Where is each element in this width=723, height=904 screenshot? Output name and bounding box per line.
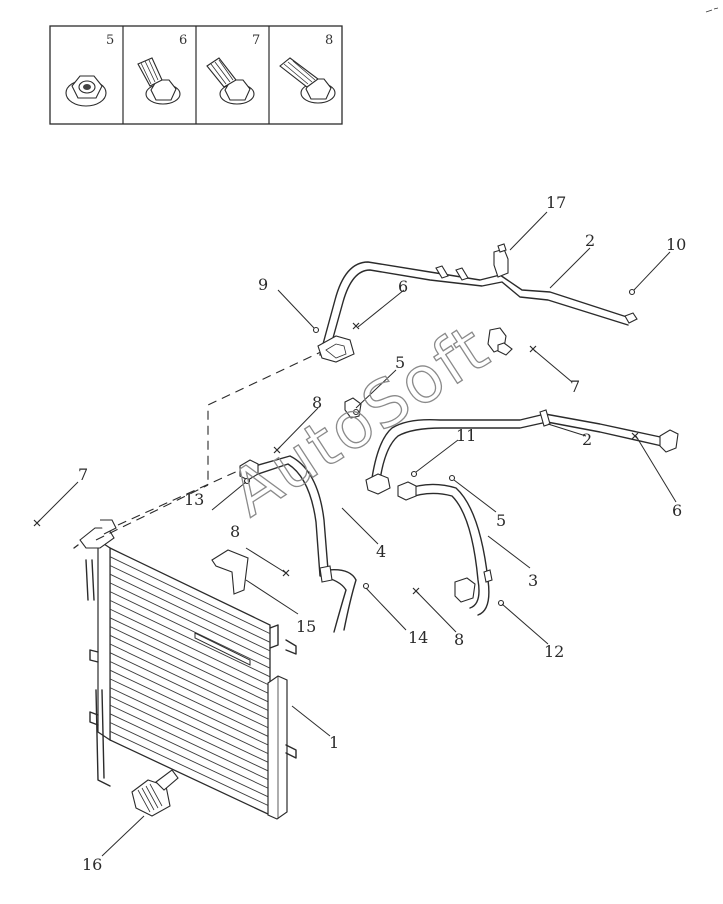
leader-lines [36, 211, 677, 857]
condenser-fin-line [109, 582, 271, 660]
condenser-fin-line [109, 617, 271, 695]
callout-17: 17 [546, 193, 566, 212]
legend-cell-6-number: 6 [179, 33, 187, 48]
liquid-line-middle [344, 327, 679, 495]
callout-4: 4 [376, 542, 386, 561]
callout-6-upper: 6 [398, 277, 408, 296]
condenser-fin-line [109, 643, 271, 721]
fastener-legend-table: 5 6 7 8 [49, 25, 343, 125]
callout-15: 15 [296, 617, 316, 636]
condenser-assembly [73, 519, 297, 820]
condenser-fin-line [109, 608, 271, 686]
legend-cell-8-number: 8 [325, 33, 333, 48]
callout-8-lower: 8 [454, 630, 464, 649]
callout-8-upper: 8 [312, 393, 322, 412]
condenser-fin-line [109, 661, 271, 738]
callout-2-upper: 2 [585, 231, 595, 250]
pressure-switch-16 [131, 769, 179, 817]
legend-cell-5-number: 5 [106, 33, 114, 48]
condenser-fin-line [109, 573, 271, 652]
bolt-markers [33, 322, 639, 595]
liquid-line-upper [317, 243, 638, 363]
legend-cell-7-number: 7 [252, 33, 260, 48]
condenser-fin-line [109, 730, 271, 807]
callout-numbers: 17 2 10 9 6 5 7 8 11 2 6 7 13 5 4 8 3 15… [78, 193, 686, 874]
condenser-fin-line [109, 652, 271, 730]
callout-13: 13 [184, 490, 204, 509]
callout-1: 1 [329, 733, 339, 752]
condenser-fin-line [109, 556, 271, 635]
callout-3: 3 [528, 571, 538, 590]
callout-9: 9 [258, 275, 268, 294]
callout-8-left: 8 [230, 522, 240, 541]
callout-14: 14 [408, 628, 428, 647]
condenser-fin-line [109, 704, 271, 781]
discharge-hose [239, 455, 357, 633]
callout-16: 16 [82, 855, 102, 874]
dashed-line-upper [207, 349, 326, 485]
condenser-fin-line [109, 669, 271, 747]
condenser-fin-line [109, 626, 271, 704]
condenser-fin-line [109, 722, 271, 799]
condenser-fin-line [109, 713, 271, 790]
condenser-fin-line [109, 565, 271, 643]
condenser-fin-line [109, 599, 271, 678]
flange-nut-icon [65, 75, 107, 107]
callout-11: 11 [456, 426, 476, 445]
condenser-fin-line [109, 678, 271, 755]
callout-12: 12 [544, 642, 564, 661]
callout-5-upper: 5 [395, 353, 405, 372]
condenser-fin-line [109, 634, 271, 712]
corner-mark [705, 7, 719, 13]
condenser-fin-line [109, 591, 271, 669]
flange-bolt-icon [206, 57, 255, 105]
o-rings [243, 288, 636, 607]
callout-2-middle: 2 [582, 430, 592, 449]
condenser-fins [109, 556, 271, 807]
condenser-fin-line [109, 687, 271, 764]
suction-hose [397, 481, 493, 616]
watermark: AutoSoft [218, 311, 502, 531]
flange-bolt-icon [137, 57, 181, 105]
condenser-fin-line [109, 695, 271, 773]
bracket-15 [211, 549, 249, 595]
callout-7-left: 7 [78, 465, 88, 484]
flange-bolt-long-icon [279, 57, 336, 104]
callout-5-lower: 5 [496, 511, 506, 530]
dashed-line-lower [95, 484, 209, 541]
callout-7-right: 7 [570, 377, 580, 396]
callout-6-right: 6 [672, 501, 682, 520]
dashed-line-mid [117, 469, 241, 526]
callout-10: 10 [666, 235, 686, 254]
